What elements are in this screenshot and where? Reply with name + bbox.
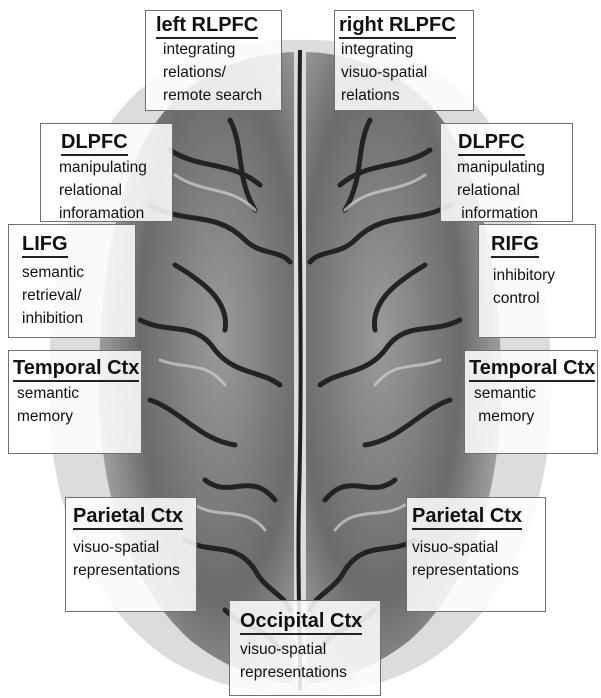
right-dlpfc-desc: manipulating relational information: [457, 156, 545, 225]
occipital-desc: visuo-spatial representations: [240, 638, 347, 684]
lifg-title: LIFG: [22, 233, 68, 258]
lifg-desc: semantic retrieval/ inhibition: [22, 261, 84, 330]
left-rlpfc-box: left RLPFC integrating relations/ remote…: [145, 10, 282, 111]
left-parietal-box: Parietal Ctx visuo-spatial representatio…: [65, 497, 197, 612]
right-parietal-desc: visuo-spatial representations: [412, 536, 519, 582]
left-dlpfc-box: DLPFC manipulating relational inforamati…: [40, 123, 173, 222]
right-parietal-title: Parietal Ctx: [412, 505, 522, 530]
left-rlpfc-desc: integrating relations/ remote search: [163, 38, 262, 107]
longitudinal-fissure: [298, 50, 300, 690]
right-parietal-box: Parietal Ctx visuo-spatial representatio…: [406, 497, 546, 612]
right-dlpfc-box: DLPFC manipulating relational informatio…: [440, 123, 573, 222]
left-temporal-desc: semantic memory: [17, 382, 79, 428]
right-temporal-desc: semantic memory: [474, 382, 536, 428]
left-rlpfc-title: left RLPFC: [156, 14, 258, 39]
right-rlpfc-desc: integrating visuo-spatial relations: [341, 38, 427, 107]
left-parietal-desc: visuo-spatial representations: [73, 536, 180, 582]
right-rlpfc-title: right RLPFC: [339, 14, 456, 39]
occipital-box: Occipital Ctx visuo-spatial representati…: [229, 600, 381, 696]
right-temporal-title: Temporal Ctx: [469, 357, 595, 382]
left-parietal-title: Parietal Ctx: [73, 505, 183, 530]
right-rlpfc-box: right RLPFC integrating visuo-spatial re…: [334, 10, 474, 111]
left-dlpfc-title: DLPFC: [61, 131, 128, 156]
left-dlpfc-desc: manipulating relational inforamation: [59, 156, 147, 225]
rifg-box: RIFG inhibitory control: [478, 224, 596, 338]
rifg-desc: inhibitory control: [493, 264, 555, 310]
left-temporal-title: Temporal Ctx: [13, 357, 139, 382]
right-dlpfc-title: DLPFC: [458, 131, 525, 156]
left-temporal-box: Temporal Ctx semantic memory: [8, 350, 142, 454]
rifg-title: RIFG: [491, 233, 539, 258]
lifg-box: LIFG semantic retrieval/ inhibition: [8, 224, 136, 338]
occipital-title: Occipital Ctx: [240, 610, 362, 635]
right-temporal-box: Temporal Ctx semantic memory: [464, 350, 598, 454]
